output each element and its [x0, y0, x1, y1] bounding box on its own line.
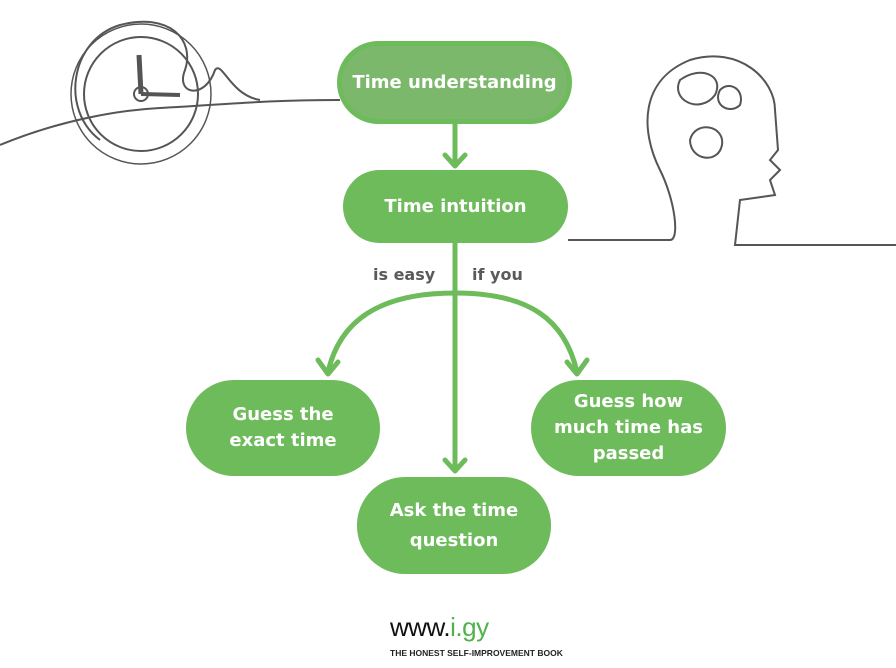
node-guess-time-passed: Guess how much time has passed [531, 380, 726, 476]
arrows [315, 121, 590, 474]
node-label: Time intuition [384, 195, 527, 217]
footer-logo: www.i.gy [390, 612, 489, 643]
edge-label-right: if you [472, 265, 523, 284]
footer-tagline: THE HONEST SELF-IMPROVEMENT BOOK [390, 648, 563, 658]
node-label: Guess how much time has passed [553, 391, 703, 464]
logo-domain: i.gy [450, 612, 489, 642]
node-time-understanding: Time understanding [337, 41, 572, 124]
clock-icon [0, 20, 341, 165]
node-ask-time-question: Ask the time question [357, 477, 551, 574]
node-label: Time understanding [352, 71, 557, 93]
logo-prefix: www. [390, 612, 451, 642]
head-icon [568, 55, 896, 246]
node-guess-exact-time: Guess the exact time [186, 380, 380, 476]
node-label: Guess the exact time [229, 404, 337, 451]
edge-label-left: is easy [373, 265, 436, 284]
node-time-intuition: Time intuition [343, 170, 568, 243]
node-label: Ask the time question [389, 499, 519, 551]
